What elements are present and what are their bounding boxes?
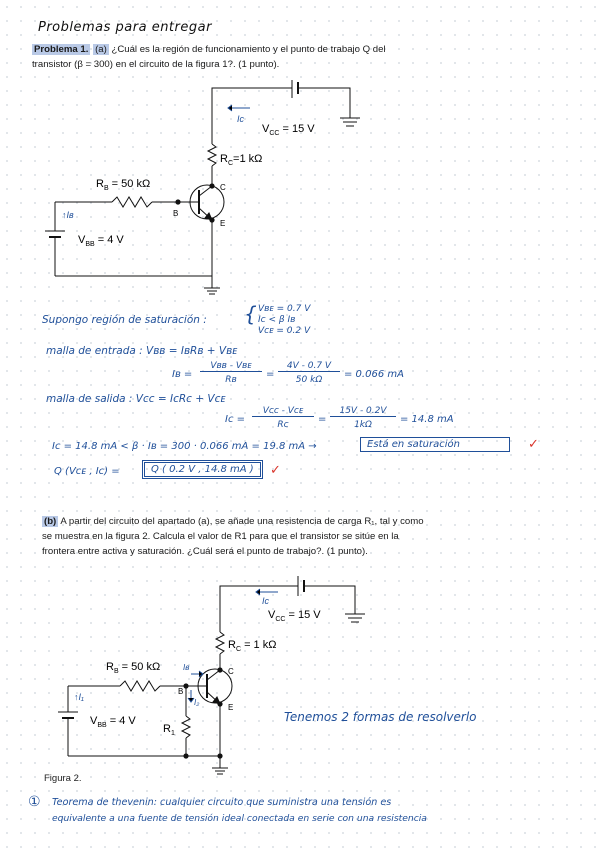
circuit1-ic-label: Iᴄ xyxy=(237,114,245,124)
check-mark-1: ✓ xyxy=(528,437,539,452)
two-ways-note: Tenemos 2 formas de resolverlo xyxy=(284,710,477,724)
assumption-conditions: Vʙᴇ = 0.7 V Iᴄ < β Iʙ Vᴄᴇ = 0.2 V xyxy=(258,304,310,337)
circuit2-node-c: C xyxy=(228,667,234,676)
circuit2-ic-label: Iᴄ xyxy=(262,596,270,606)
comparison-text: Iᴄ = 14.8 mA < β · Iʙ = 300 · 0.066 mA =… xyxy=(52,441,317,452)
malla-salida: malla de salida : Vᴄᴄ = IᴄRᴄ + Vᴄᴇ xyxy=(46,393,226,405)
circuit1-rb-label: RB = 50 kΩ xyxy=(96,178,150,192)
circuit1-rc-label: RC=1 kΩ xyxy=(220,153,262,167)
problem-1-part-a: (a) xyxy=(93,44,109,55)
ic-eq-equals: = xyxy=(318,414,327,425)
problem-1b-line1: A partir del circuito del apartado (a), … xyxy=(60,516,424,527)
ib-frac1-den: Rʙ xyxy=(225,375,237,385)
circuit1-node-b: B xyxy=(173,209,178,218)
handwritten-title: Problemas para entregar xyxy=(38,20,212,35)
condition-vbe: Vʙᴇ = 0.7 V xyxy=(258,304,311,314)
circuit2-rb-label: RB = 50 kΩ xyxy=(106,661,160,675)
thevenin-line1: Teorema de thevenin: cualquier circuito … xyxy=(52,797,392,808)
circuit2-r1-label: R1 xyxy=(163,723,175,737)
problem-1-label: Problema 1. xyxy=(32,44,91,55)
ic-frac1-den: Rᴄ xyxy=(277,420,289,430)
circuit1-node-e: E xyxy=(220,219,225,228)
ic-eq-lhs: Iᴄ = xyxy=(225,414,246,425)
circuit2-rc-label: RC = 1 kΩ xyxy=(228,639,276,653)
ic-frac2-num: 15V - 0.2V xyxy=(330,406,396,417)
problem-1-part-b: (b) xyxy=(42,516,59,527)
figure-caption: Figura 2. xyxy=(44,773,82,784)
q-point-box: Q ( 0.2 V , 14.8 mA ) xyxy=(142,460,263,479)
check-mark-2: ✓ xyxy=(270,463,281,478)
circuit1-vbb-label: VBB = 4 V xyxy=(78,234,124,248)
ic-frac2-den: 1kΩ xyxy=(354,420,372,430)
circuit2-node-e: E xyxy=(228,703,233,712)
item-number-1: ① xyxy=(28,794,41,810)
assumption-text: Supongo región de saturación : xyxy=(42,314,207,326)
circuit2-ib-label: Iʙ xyxy=(183,663,189,672)
circuit1-ib-label: ↑Iʙ xyxy=(62,210,74,220)
brace-symbol: { xyxy=(244,302,257,326)
circuit2-i2-label: I₂ xyxy=(194,698,199,707)
q-point-lhs: Q (Vᴄᴇ , Iᴄ) = xyxy=(54,466,120,477)
problem-1b-line2: se muestra en la figura 2. Calcula el va… xyxy=(42,531,399,542)
circuit-figure-1: Iᴄ VCC = 15 V RC=1 kΩ RB = 50 kΩ ↑Iʙ VBB… xyxy=(45,80,360,295)
problem-1b-line3: frontera entre activa y saturación. ¿Cuá… xyxy=(42,546,368,557)
ib-frac1-num: Vʙʙ - Vʙᴇ xyxy=(200,361,262,372)
circuit2-vbb-label: VBB = 4 V xyxy=(90,715,136,729)
circuit2-i1-label: ↑I₁ xyxy=(74,692,84,702)
circuit-figure-2: Iᴄ VCC = 15 V RC = 1 kΩ RB = 50 kΩ ↑I₁ I… xyxy=(58,576,365,775)
ib-frac2-num: 4V - 0.7 V xyxy=(278,361,340,372)
ib-eq-lhs: Iʙ = xyxy=(172,369,193,380)
circuit2-vcc-label: VCC = 15 V xyxy=(268,609,321,623)
condition-ic: Iᴄ < β Iʙ xyxy=(258,315,296,325)
ib-result: = 0.066 mA xyxy=(344,369,404,380)
thevenin-line2: equivalente a una fuente de tensión idea… xyxy=(52,813,427,824)
ic-result: = 14.8 mA xyxy=(400,414,454,425)
circuit2-node-b: B xyxy=(178,687,183,696)
malla-entrada: malla de entrada : Vʙʙ = IʙRʙ + Vʙᴇ xyxy=(46,345,238,357)
problem-1-text-line1: ¿Cuál es la región de funcionamiento y e… xyxy=(111,44,386,55)
ib-frac2-den: 50 kΩ xyxy=(295,375,323,385)
circuit1-node-c: C xyxy=(220,183,226,192)
conclusion-box: Está en saturación xyxy=(360,437,510,452)
problem-1b-statement: (b) A partir del circuito del apartado (… xyxy=(42,514,562,559)
circuit1-vcc-label: VCC = 15 V xyxy=(262,123,315,137)
problem-1-statement: Problema 1. (a) ¿Cuál es la región de fu… xyxy=(32,42,572,72)
ib-eq-equals: = xyxy=(266,369,275,380)
condition-vce: Vᴄᴇ = 0.2 V xyxy=(258,326,311,336)
ic-frac1-num: Vᴄᴄ - Vᴄᴇ xyxy=(252,406,314,417)
problem-1-text-line2: transistor (β = 300) en el circuito de l… xyxy=(32,59,280,70)
